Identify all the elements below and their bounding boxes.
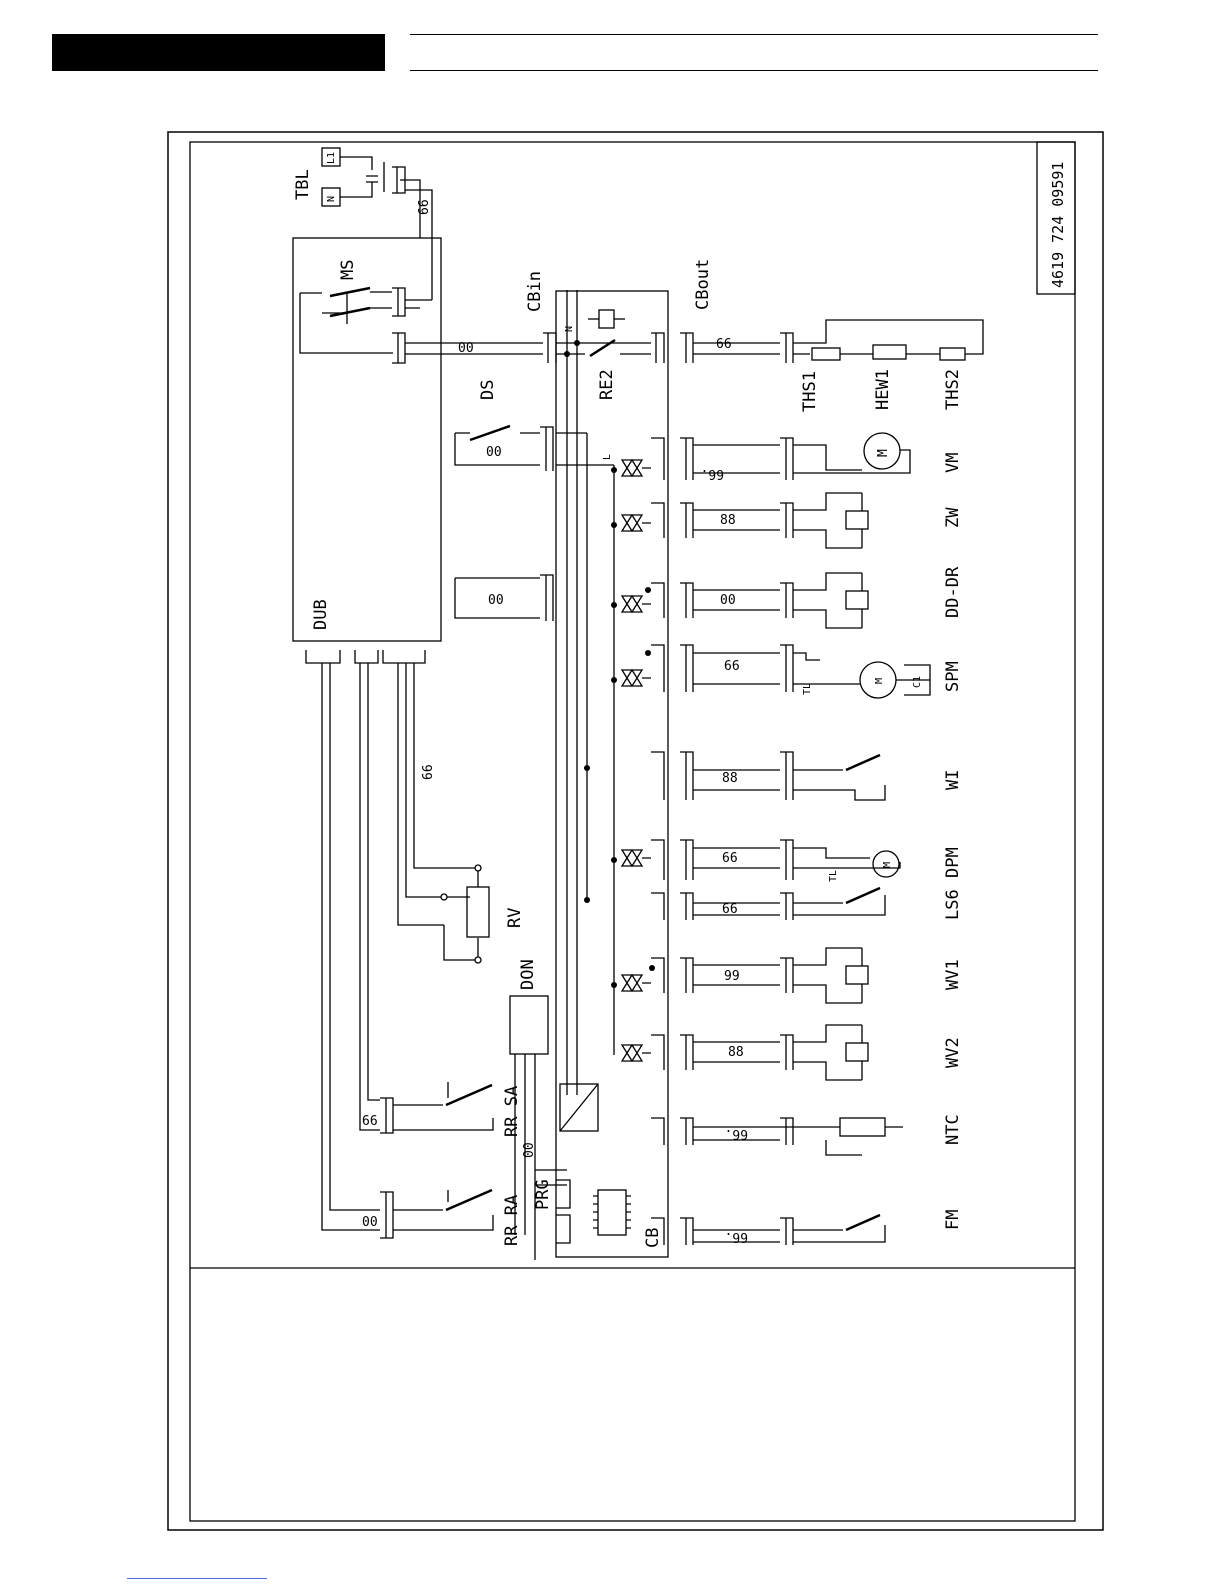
tl-label-spm: TL [802, 683, 813, 695]
wire-dub-cb-8: 00 [488, 593, 504, 608]
wire-wi: 88 [722, 771, 738, 786]
inner-frame [190, 142, 1075, 1521]
wire-tbl-ms: 66 [417, 199, 432, 215]
wire-don-prg: 00 [522, 1142, 537, 1158]
dub-box [293, 238, 441, 641]
wire-wv2: 88 [728, 1045, 744, 1060]
label-cbin: CBin [525, 271, 545, 312]
label-dub: DUB [311, 599, 331, 630]
motor-label-vm: M [876, 449, 891, 457]
cb-l-label: L [602, 454, 613, 460]
label-ms: MS [338, 260, 358, 280]
wire-dd-dr: 00 [720, 593, 736, 608]
label-wv2: WV2 [943, 1037, 963, 1068]
label-cb: CB [643, 1228, 663, 1248]
c1-label-spm: C1 [912, 676, 923, 688]
motor-label-spm: M [874, 678, 885, 684]
wire-ds: 00 [486, 445, 502, 460]
label-tbl-l1: L1 [326, 152, 337, 164]
label-rr-sa: RR SA [502, 1086, 522, 1137]
label-wi: WI [943, 770, 963, 790]
wire-dpm: 66 [722, 851, 738, 866]
outer-frame [168, 132, 1103, 1530]
label-cbout: CBout [693, 259, 713, 310]
motor-label-dpm: M [882, 862, 893, 868]
label-don: DON [518, 959, 538, 990]
label-hew1: HEW1 [873, 369, 893, 410]
doc-number: 4619 724 09591 [1049, 162, 1067, 288]
wire-fm: 66. [725, 1229, 748, 1244]
wire-dub-cbin: 00 [458, 341, 474, 356]
label-vm: VM [943, 453, 963, 473]
label-prg: PRG [533, 1179, 553, 1210]
wire-vm: 66. [701, 466, 724, 481]
cb-box [556, 291, 668, 1257]
label-dpm: DPM [943, 847, 963, 878]
wire-spm: 66 [724, 659, 740, 674]
label-ds: DS [478, 380, 498, 400]
wire-sa: 66 [362, 1114, 378, 1129]
wire-cbout-heater: 66 [716, 337, 732, 352]
label-ls6: LS6 [943, 889, 963, 920]
label-tbl: TBL [293, 169, 313, 200]
label-dd-dr: DD-DR [943, 566, 963, 618]
label-rv: RV [505, 908, 525, 928]
label-re2: RE2 [597, 369, 617, 400]
label-ntc: NTC [943, 1114, 963, 1145]
label-zw: ZW [943, 507, 963, 528]
wire-ls6: 66 [722, 902, 738, 917]
label-rr-ra: RR RA [502, 1195, 522, 1246]
footer-link-underline [127, 1578, 267, 1579]
tl-label-dpm: TL [828, 870, 839, 882]
cb-n-label: N [564, 326, 575, 332]
label-wv1: WV1 [943, 959, 963, 990]
wire-dub-rv: 66 [421, 764, 436, 780]
wire-ra: 00 [362, 1215, 378, 1230]
label-ths2: THS2 [943, 369, 963, 410]
label-tbl-n: N [326, 196, 337, 202]
label-spm: SPM [943, 661, 963, 692]
label-fm: FM [943, 1210, 963, 1230]
label-ths1: THS1 [800, 371, 820, 412]
wire-wv1: 99 [724, 969, 740, 984]
wire-zw: 88 [720, 513, 736, 528]
wire-ntc: 66. [725, 1126, 748, 1141]
